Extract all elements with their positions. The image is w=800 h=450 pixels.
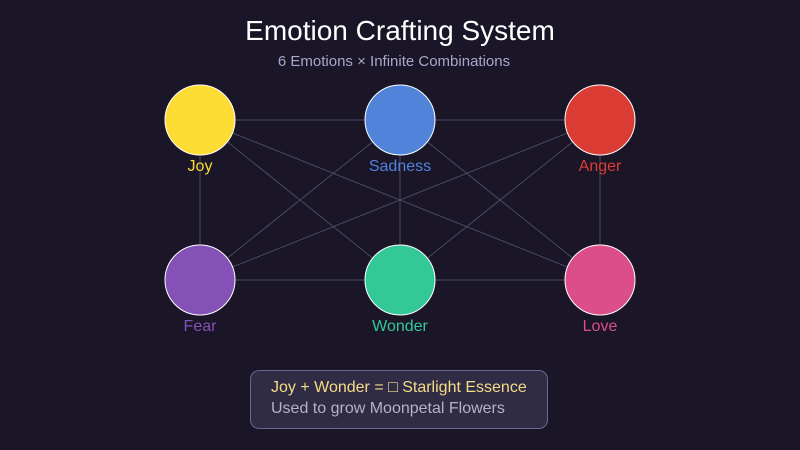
recipe-card: Joy + Wonder = □ Starlight Essence Used … (250, 370, 548, 429)
emotion-label-wonder: Wonder (372, 318, 428, 335)
page-subtitle: 6 Emotions × Infinite Combinations (277, 53, 511, 70)
page-title: Emotion Crafting System (245, 15, 555, 46)
connection-anger-wonder (399, 119, 601, 281)
recipe-description: Used to grow Moonpetal Flowers (271, 400, 505, 417)
emotion-node-fear[interactable] (164, 244, 236, 316)
emotion-label-sadness: Sadness (368, 158, 432, 175)
emotion-label-anger: Anger (578, 158, 622, 175)
emotion-node-wonder[interactable] (364, 244, 436, 316)
recipe-formula: Joy + Wonder = □ Starlight Essence (271, 379, 527, 396)
emotion-node-anger[interactable] (564, 84, 636, 156)
emotion-node-sadness[interactable] (364, 84, 436, 156)
emotion-label-joy: Joy (187, 158, 213, 175)
emotion-label-fear: Fear (183, 318, 217, 335)
connection-sadness-fear (199, 119, 401, 281)
connection-anger-fear (199, 119, 601, 281)
emotion-node-joy[interactable] (164, 84, 236, 156)
emotion-label-love: Love (582, 318, 618, 335)
emotion-node-love[interactable] (564, 244, 636, 316)
